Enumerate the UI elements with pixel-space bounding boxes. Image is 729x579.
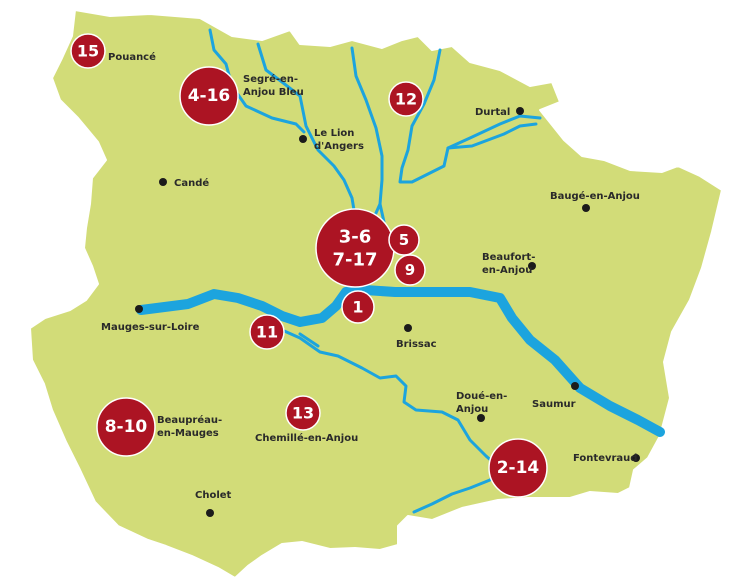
river-loir [398, 48, 538, 184]
town-label-saumur: Saumur [532, 399, 576, 410]
marker-4-16[interactable]: 4-16 [179, 66, 239, 126]
town-label-mauges: Mauges-sur-Loire [101, 322, 200, 333]
marker-13-label: 13 [292, 404, 314, 423]
marker-9[interactable]: 9 [394, 254, 426, 286]
marker-3-6-label: 3-6 [339, 227, 372, 248]
river-layon [280, 328, 504, 472]
marker-1[interactable]: 1 [341, 290, 375, 324]
river-mayenne [256, 42, 358, 224]
town-label-doue-line2: Anjou [456, 404, 488, 415]
town-label-doue-line1: Doué-en- [456, 390, 507, 402]
marker-15-label: 15 [77, 42, 99, 61]
town-label-beaupreau-line2: en-Mauges [157, 428, 219, 439]
marker-4-16-label: 4-16 [188, 86, 231, 106]
town-dot-cande [159, 178, 167, 186]
marker-5[interactable]: 5 [388, 224, 420, 256]
marker-5-label: 5 [399, 231, 409, 249]
town-label-segre-line2: Anjou Bleu [243, 87, 304, 98]
town-label-chemille: Chemillé-en-Anjou [255, 432, 358, 444]
town-dot-brissac [404, 324, 412, 332]
river-thouet [298, 332, 320, 348]
town-dot-beaufort [528, 262, 536, 270]
river-sarthe [350, 46, 386, 224]
town-dot-mauges [135, 305, 143, 313]
town-dot-fontevraud [632, 454, 640, 462]
marker-2-14[interactable]: 2-14 [488, 438, 548, 498]
town-dot-doue [477, 414, 485, 422]
town-label-segre-line1: Segré-en- [243, 73, 298, 85]
marker-15[interactable]: 15 [70, 33, 106, 69]
marker-2-14-label: 2-14 [497, 458, 540, 478]
river-loir-upper [446, 114, 542, 150]
town-dot-saumur [571, 382, 579, 390]
town-label-beaupreau-line1: Beaupréau- [157, 414, 222, 426]
marker-3-6-7-17[interactable]: 3-6 7-17 [315, 208, 395, 288]
town-label-cande: Candé [174, 177, 209, 189]
town-label-brissac: Brissac [396, 339, 437, 350]
town-label-pouance: Pouancé [108, 51, 156, 63]
loire-river [136, 285, 665, 437]
marker-7-17-label: 7-17 [332, 250, 377, 271]
town-label-bauge: Baugé-en-Anjou [550, 190, 640, 202]
marker-8-10[interactable]: 8-10 [96, 397, 156, 457]
marker-12[interactable]: 12 [388, 81, 424, 117]
town-label-fontevraud: Fontevraud [573, 453, 637, 464]
town-label-beaufort-line1: Beaufort- [482, 252, 535, 263]
town-dot-cholet [206, 509, 214, 517]
marker-1-label: 1 [352, 298, 363, 317]
marker-13[interactable]: 13 [285, 395, 321, 431]
town-label-durtal: Durtal [475, 107, 510, 118]
town-dot-bauge [582, 204, 590, 212]
town-label-le-lion-line1: Le Lion [314, 128, 354, 139]
marker-12-label: 12 [395, 90, 417, 109]
marker-11[interactable]: 11 [249, 314, 285, 350]
town-label-beaufort-line2: en-Anjou [482, 265, 532, 276]
marker-9-label: 9 [405, 261, 415, 279]
town-label-le-lion-line2: d'Angers [314, 141, 364, 152]
town-dot-le-lion [299, 135, 307, 143]
marker-8-10-label: 8-10 [105, 417, 148, 437]
town-dot-durtal [516, 107, 524, 115]
town-label-cholet: Cholet [195, 490, 232, 501]
marker-11-label: 11 [256, 323, 278, 342]
river-oudon [208, 28, 306, 134]
